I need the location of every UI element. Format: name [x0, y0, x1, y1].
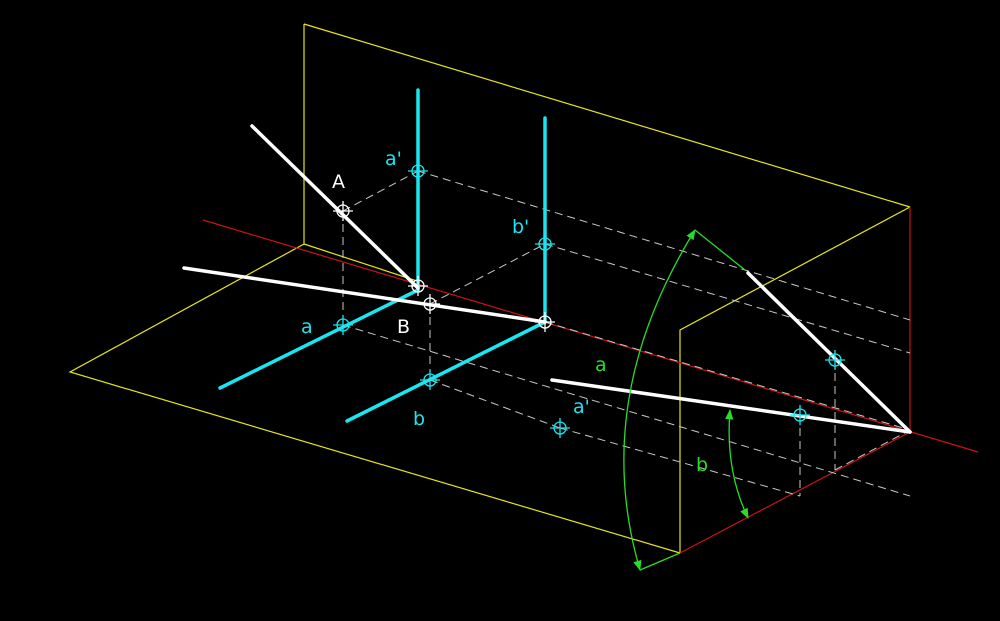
label-a-prime: a': [385, 148, 402, 170]
label-angle-a: a: [595, 354, 607, 376]
line-A: [250, 124, 420, 290]
label-b: b: [413, 408, 425, 430]
marker-side-upper[interactable]: [825, 350, 845, 370]
label-angle-b: b: [696, 454, 708, 476]
label-angle-a-prime: a': [573, 396, 590, 418]
marker-A[interactable]: [333, 201, 353, 221]
white-lines: [182, 124, 912, 434]
label-b-prime: b': [512, 216, 529, 238]
arc-large-tail-bottom: [639, 552, 681, 571]
projection-planes: [68, 23, 911, 554]
label-B: B: [397, 316, 410, 338]
axis-lines: [202, 207, 979, 554]
proj-b-line: [345, 320, 547, 423]
side-bottom-axis: [679, 431, 911, 554]
horizontal-plane-back-edge: [303, 243, 421, 283]
angle-arcs: [623, 229, 749, 571]
point-markers: [333, 161, 845, 438]
side-line-lower: [550, 378, 912, 434]
arc-large-tail-top: [694, 229, 746, 271]
side-plane-outline: [679, 206, 911, 553]
marker-side-lower[interactable]: [790, 405, 810, 425]
marker-side-a-prime[interactable]: [550, 418, 570, 438]
marker-B[interactable]: [420, 294, 440, 314]
marker-b-prime[interactable]: [535, 234, 555, 254]
marker-junction[interactable]: [408, 276, 428, 296]
arc-small: [725, 408, 749, 519]
label-A: A: [332, 171, 345, 193]
vertical-plane-top-edge: [303, 23, 911, 208]
side-line-upper: [746, 271, 912, 434]
marker-b[interactable]: [420, 370, 440, 390]
construction-lines: [342, 170, 911, 497]
main-axis: [202, 219, 979, 453]
labels: A B a' b' a b a a' b: [301, 148, 708, 476]
label-a: a: [301, 316, 313, 338]
cyan-projections: [218, 88, 547, 423]
proj-a-line: [218, 288, 420, 390]
vertical-plane-left: [68, 24, 681, 554]
arc-large: [623, 229, 696, 571]
marker-B-end[interactable]: [535, 312, 555, 332]
line-B: [182, 266, 547, 324]
marker-a[interactable]: [333, 315, 353, 335]
marker-a-prime[interactable]: [408, 161, 428, 181]
